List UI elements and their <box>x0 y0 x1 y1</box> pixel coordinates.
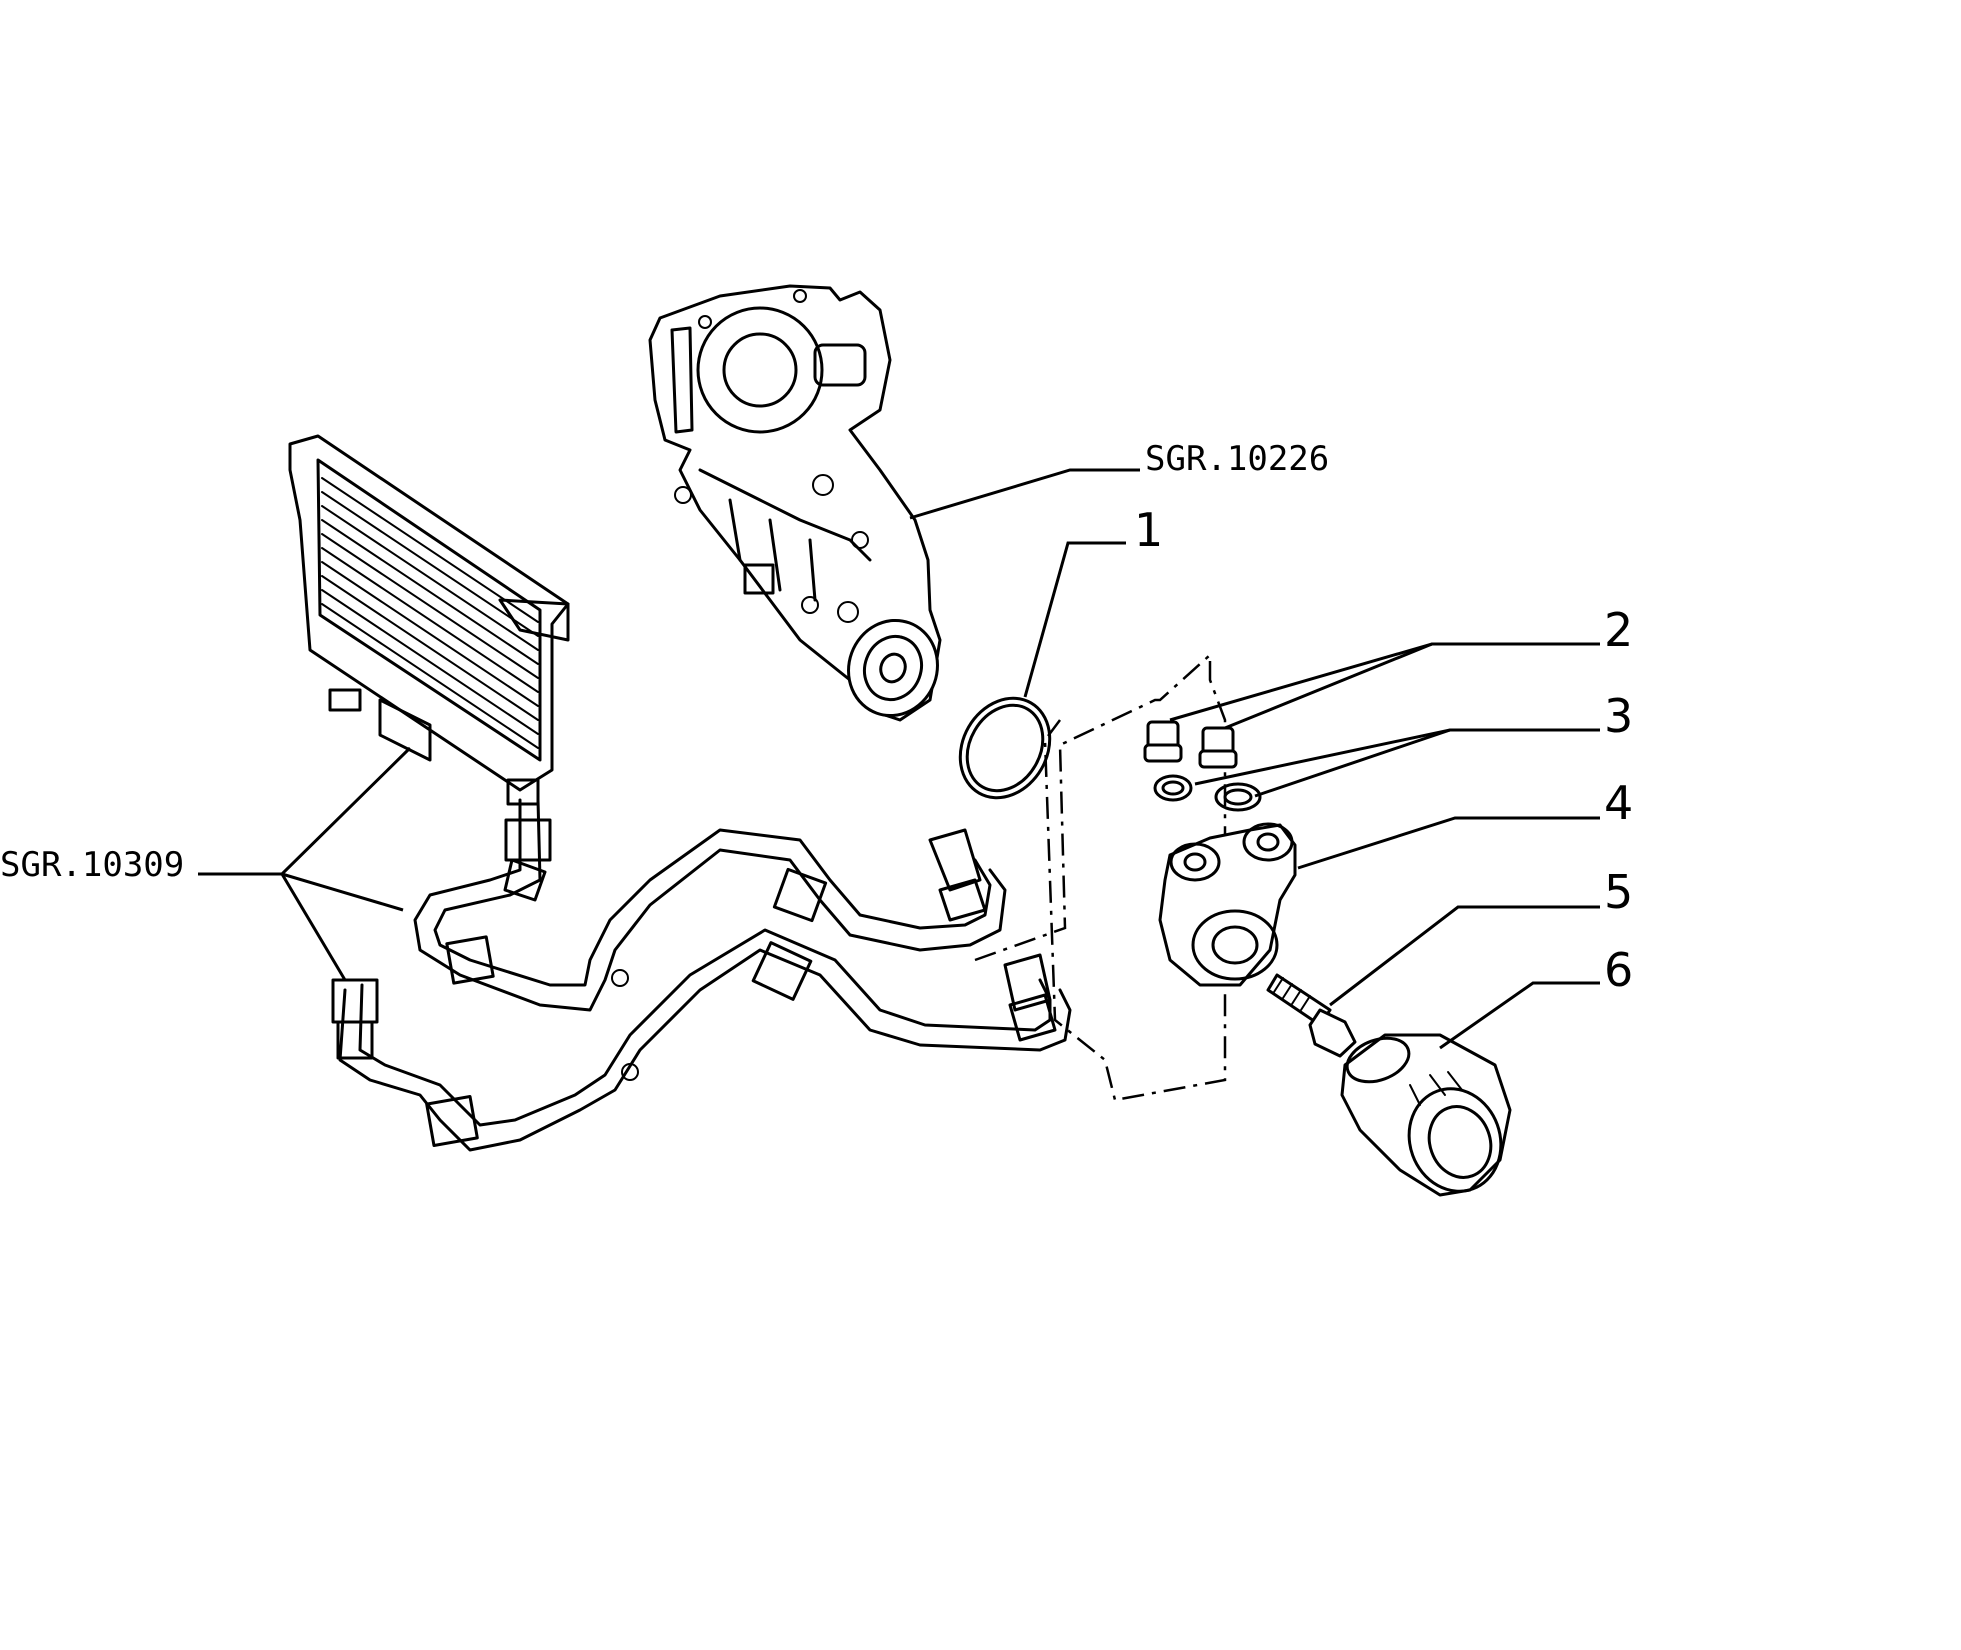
o-ring-seal <box>958 696 1052 800</box>
callout-4: 4 <box>1604 776 1633 830</box>
threaded-stud <box>1266 973 1357 1058</box>
assembly-group-outline <box>974 652 1227 1102</box>
sealing-washers <box>1153 774 1262 812</box>
callout-1: 1 <box>1134 503 1163 557</box>
engine-bracket <box>648 284 942 722</box>
cooler-hoses <box>331 798 1072 1152</box>
union-fittings <box>1143 720 1238 769</box>
oil-filter <box>1340 1033 1512 1197</box>
callout-5: 5 <box>1604 865 1633 919</box>
label-sgr-10309: SGR.10309 <box>0 845 184 885</box>
label-sgr-10226: SGR.10226 <box>1145 439 1329 479</box>
callout-labels: SGR.10226 SGR.10309 1 2 3 4 5 6 <box>0 439 1633 997</box>
callout-6: 6 <box>1604 943 1633 997</box>
leader-lines <box>198 468 1600 1050</box>
filter-adapter-block <box>1158 822 1297 987</box>
oil-cooler-radiator <box>288 434 570 806</box>
callout-2: 2 <box>1604 603 1633 657</box>
callout-3: 3 <box>1604 689 1633 743</box>
